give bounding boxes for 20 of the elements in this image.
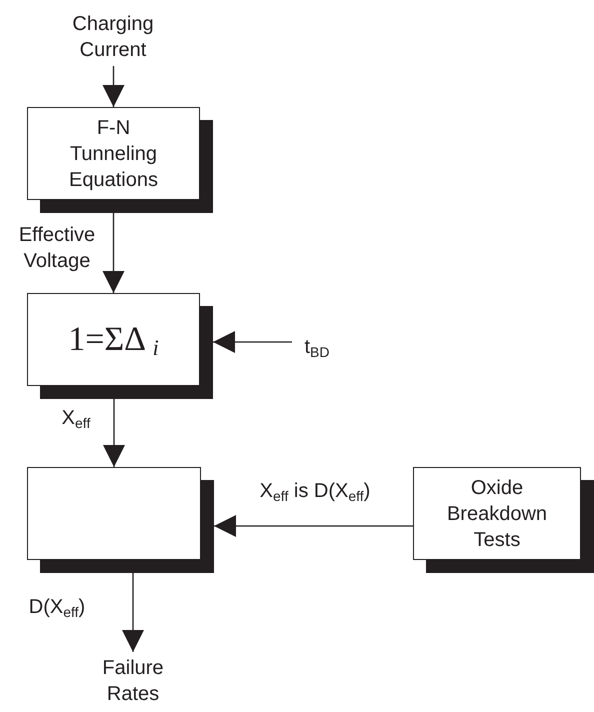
arrow	[102, 213, 124, 293]
equation-text: 1=ΣΔ $_{i}$	[68, 322, 159, 356]
arrow	[122, 573, 144, 652]
arrow	[213, 331, 292, 353]
node-text: Oxide Breakdown Tests	[446, 476, 548, 552]
arrow	[103, 399, 125, 467]
edge-label: X$_{eff}$	[60, 406, 92, 431]
edge-label: D(X$_{eff}$)	[28, 595, 86, 620]
node-text: t$_{BD}$	[304, 335, 330, 360]
node-text: F-N Tunneling Equations	[68, 116, 159, 192]
edge-label: Effective Voltage	[18, 223, 96, 274]
node-text: Failure Rates	[101, 656, 165, 707]
process-box	[27, 107, 213, 213]
process-box	[27, 467, 214, 573]
node-text: Charging Current	[71, 12, 155, 63]
edge-label: X$_{eff}$ is D(X$_{eff}$)	[258, 479, 372, 504]
arrow	[102, 66, 124, 107]
process-box	[27, 293, 213, 399]
arrow	[214, 515, 413, 537]
process-box	[413, 467, 594, 573]
